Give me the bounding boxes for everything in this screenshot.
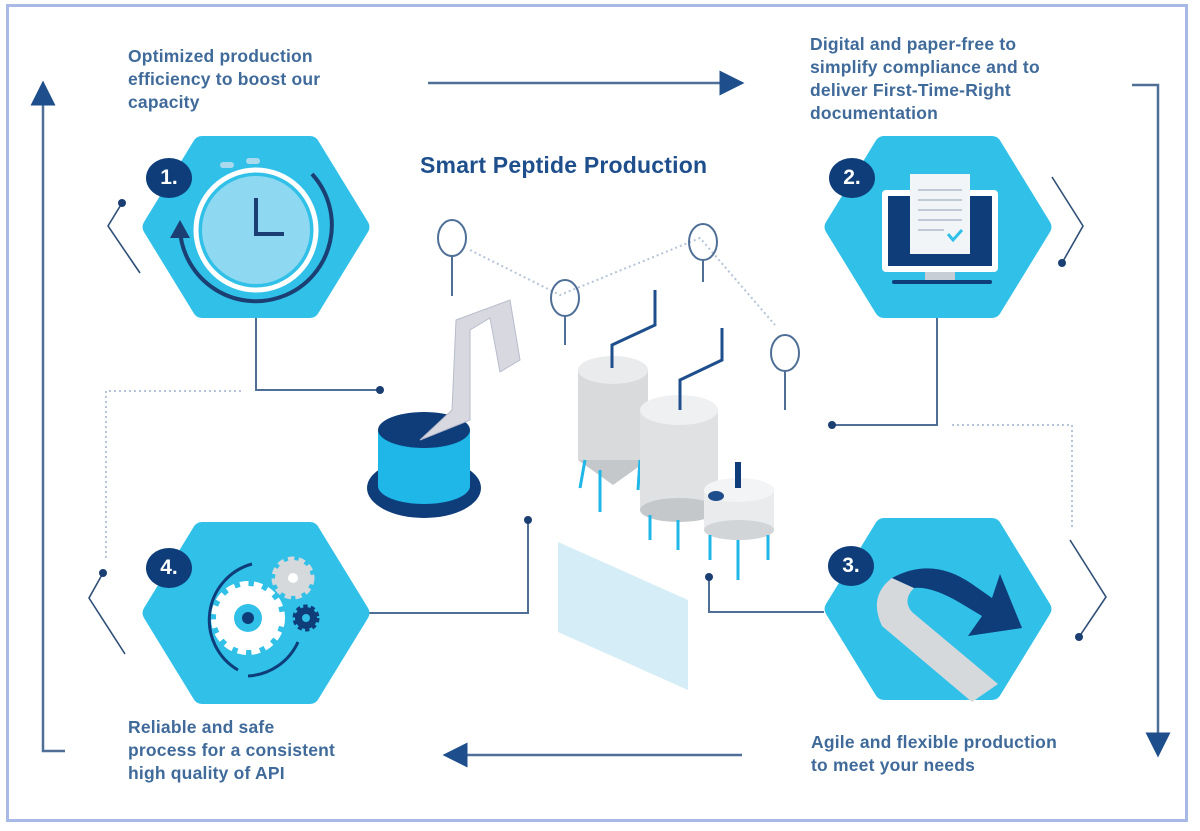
caption-line: Optimized production	[128, 46, 313, 66]
caption-line: simplify compliance and to	[810, 57, 1040, 77]
stopwatch-icon	[142, 136, 370, 318]
monitor-document-icon	[824, 136, 1052, 318]
arrow-down-icon	[1132, 83, 1171, 758]
step-3-hexagon: 3.	[822, 516, 1054, 707]
caption-line: deliver First-Time-Right	[810, 80, 1011, 100]
step-1-badge: 1.	[146, 158, 192, 198]
step-4-badge: 4.	[146, 548, 192, 588]
arrow-up-icon	[30, 80, 65, 753]
step-2-hexagon: 2.	[822, 134, 1054, 325]
gears-icon	[142, 522, 370, 704]
caption-line: Agile and flexible production	[811, 732, 1057, 752]
caption-line: process for a consistent	[128, 740, 336, 760]
storage-tanks	[578, 290, 774, 580]
step-2-badge: 2.	[829, 158, 875, 198]
step-3-caption: Agile and flexible production to meet yo…	[811, 731, 1057, 777]
caption-line: Reliable and safe	[128, 717, 275, 737]
step-4-caption: Reliable and safe process for a consiste…	[128, 716, 335, 785]
robot-arm	[367, 299, 521, 518]
caption-line: capacity	[128, 92, 200, 112]
step-2-caption: Digital and paper-free to simplify compl…	[810, 33, 1040, 125]
step-1-hexagon: 1.	[140, 134, 372, 325]
step-3-badge: 3.	[828, 546, 874, 586]
caption-line: high quality of API	[128, 763, 285, 783]
step-1-caption: Optimized production efficiency to boost…	[128, 45, 320, 114]
caption-line: efficiency to boost our	[128, 69, 321, 89]
sensor-node-icon	[437, 219, 800, 410]
diagram-title: Smart Peptide Production	[420, 152, 708, 178]
caption-line: Digital and paper-free to	[810, 34, 1017, 54]
caption-line: to meet your needs	[811, 755, 976, 775]
flow-arrows	[30, 70, 1171, 768]
caption-line: documentation	[810, 103, 939, 123]
dashboard-panel	[558, 542, 688, 690]
step-4-hexagon: 4.	[140, 520, 372, 711]
curved-arrow-icon	[824, 518, 1052, 702]
